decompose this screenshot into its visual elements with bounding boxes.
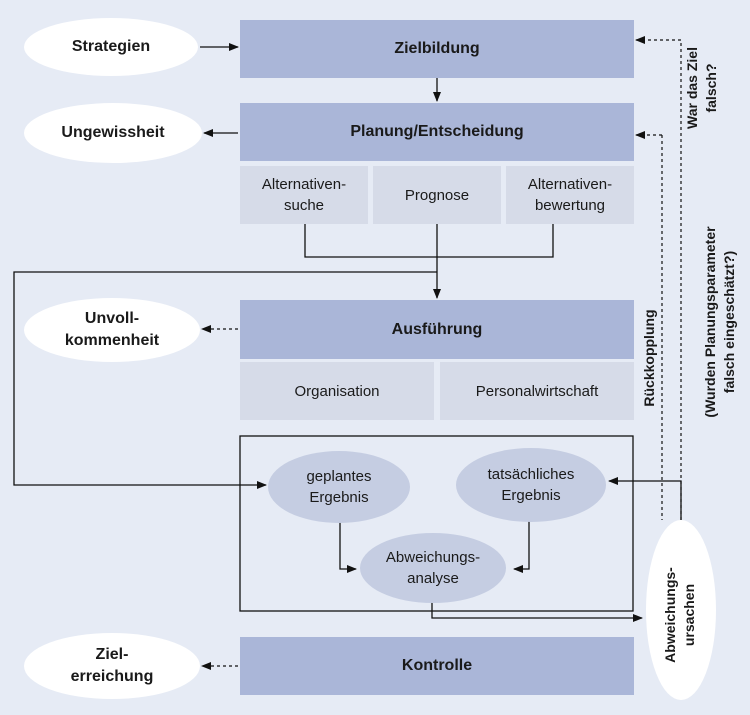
box-personalwirtschaft: Personalwirtschaft bbox=[440, 362, 634, 420]
box-personalwirtschaft-label: Personalwirtschaft bbox=[475, 382, 599, 400]
oval-abweichungsursachen bbox=[646, 520, 716, 700]
wurden-line1: (Wurden Planungsparameter bbox=[702, 226, 718, 418]
label-wurden-planungsparameter: (Wurden Planungsparameter falsch eingesc… bbox=[701, 208, 741, 436]
label-rueckkopplung: Rückkopplung bbox=[640, 308, 660, 408]
box-kontrolle: Kontrolle bbox=[240, 637, 634, 695]
box-altsuche-line2: suche bbox=[283, 197, 325, 214]
analyse-line2: analyse bbox=[407, 570, 459, 587]
arrow-to-tatsaechliches bbox=[608, 477, 682, 520]
ursachen-line1: Abweichungs- bbox=[662, 567, 678, 663]
oval-unvoll-line1: Unvoll- bbox=[84, 310, 140, 327]
merge-line bbox=[304, 224, 554, 258]
loop-to-geplantes bbox=[13, 271, 437, 489]
box-zielbildung: Zielbildung bbox=[240, 20, 634, 78]
tatsaechliches-line2: Ergebnis bbox=[501, 487, 561, 504]
box-planung-label: Planung/Entscheidung bbox=[350, 123, 524, 140]
oval-unvoll-line2: kommenheit bbox=[64, 332, 160, 349]
analyse-line1: Abweichungs- bbox=[385, 549, 481, 566]
oval-ungewissheit: Ungewissheit bbox=[24, 103, 202, 163]
oval-strategien: Strategien bbox=[24, 18, 198, 76]
tatsaechliches-line1: tatsächliches bbox=[487, 466, 575, 483]
oval-ziel-line1: Ziel- bbox=[95, 646, 129, 663]
arrow-analyse-ursachen bbox=[431, 598, 643, 622]
oval-unvollkommenheit: Unvoll- kommenheit bbox=[24, 298, 200, 362]
box-prognose-label: Prognose bbox=[404, 186, 470, 204]
box-organisation: Organisation bbox=[240, 362, 434, 420]
box-prognose: Prognose bbox=[373, 166, 501, 224]
war-das-ziel-line1: War das Ziel bbox=[684, 47, 700, 129]
oval-tatsaechliches-ergebnis: tatsächliches Ergebnis bbox=[456, 448, 606, 522]
geplantes-line1: geplantes bbox=[306, 468, 372, 485]
box-altsuche-line1: Alternativen- bbox=[261, 176, 347, 193]
box-alternativenbewertung: Alternativen- bewertung bbox=[506, 166, 634, 224]
box-altbew-line2: bewertung bbox=[534, 197, 606, 214]
rueckkopplung-text: Rückkopplung bbox=[641, 309, 657, 407]
oval-geplantes-ergebnis: geplantes Ergebnis bbox=[268, 451, 410, 523]
label-abweichungsursachen: Abweichungs- ursachen bbox=[661, 560, 701, 670]
dashed-feedback-zielbildung bbox=[635, 36, 682, 520]
war-das-ziel-line2: falsch? bbox=[703, 63, 719, 113]
oval-ungewissheit-label: Ungewissheit bbox=[61, 124, 165, 141]
oval-abweichungsanalyse: Abweichungs- analyse bbox=[360, 533, 506, 603]
oval-strategien-label: Strategien bbox=[71, 38, 151, 55]
geplantes-line2: Ergebnis bbox=[309, 489, 369, 506]
box-alternativensuche: Alternativen- suche bbox=[240, 166, 368, 224]
box-ausfuehrung-label: Ausführung bbox=[391, 320, 483, 338]
oval-zielerreichung: Ziel- erreichung bbox=[24, 633, 200, 699]
box-altbew-line1: Alternativen- bbox=[527, 176, 613, 193]
wurden-line2: falsch eingeschätzt?) bbox=[721, 250, 737, 394]
box-kontrolle-label: Kontrolle bbox=[401, 657, 473, 674]
arrow-tatsaechliches-analyse bbox=[513, 520, 530, 573]
label-war-das-ziel: War das Ziel falsch? bbox=[683, 33, 723, 143]
box-zielbildung-label: Zielbildung bbox=[394, 40, 480, 57]
ursachen-line2: ursachen bbox=[681, 583, 697, 647]
arrow-geplantes-analyse bbox=[339, 520, 357, 573]
analysis-group-frame bbox=[239, 435, 634, 612]
box-organisation-label: Organisation bbox=[294, 382, 380, 400]
box-planung: Planung/Entscheidung bbox=[240, 103, 634, 161]
box-ausfuehrung: Ausführung bbox=[240, 300, 634, 359]
oval-ziel-line2: erreichung bbox=[70, 668, 154, 685]
